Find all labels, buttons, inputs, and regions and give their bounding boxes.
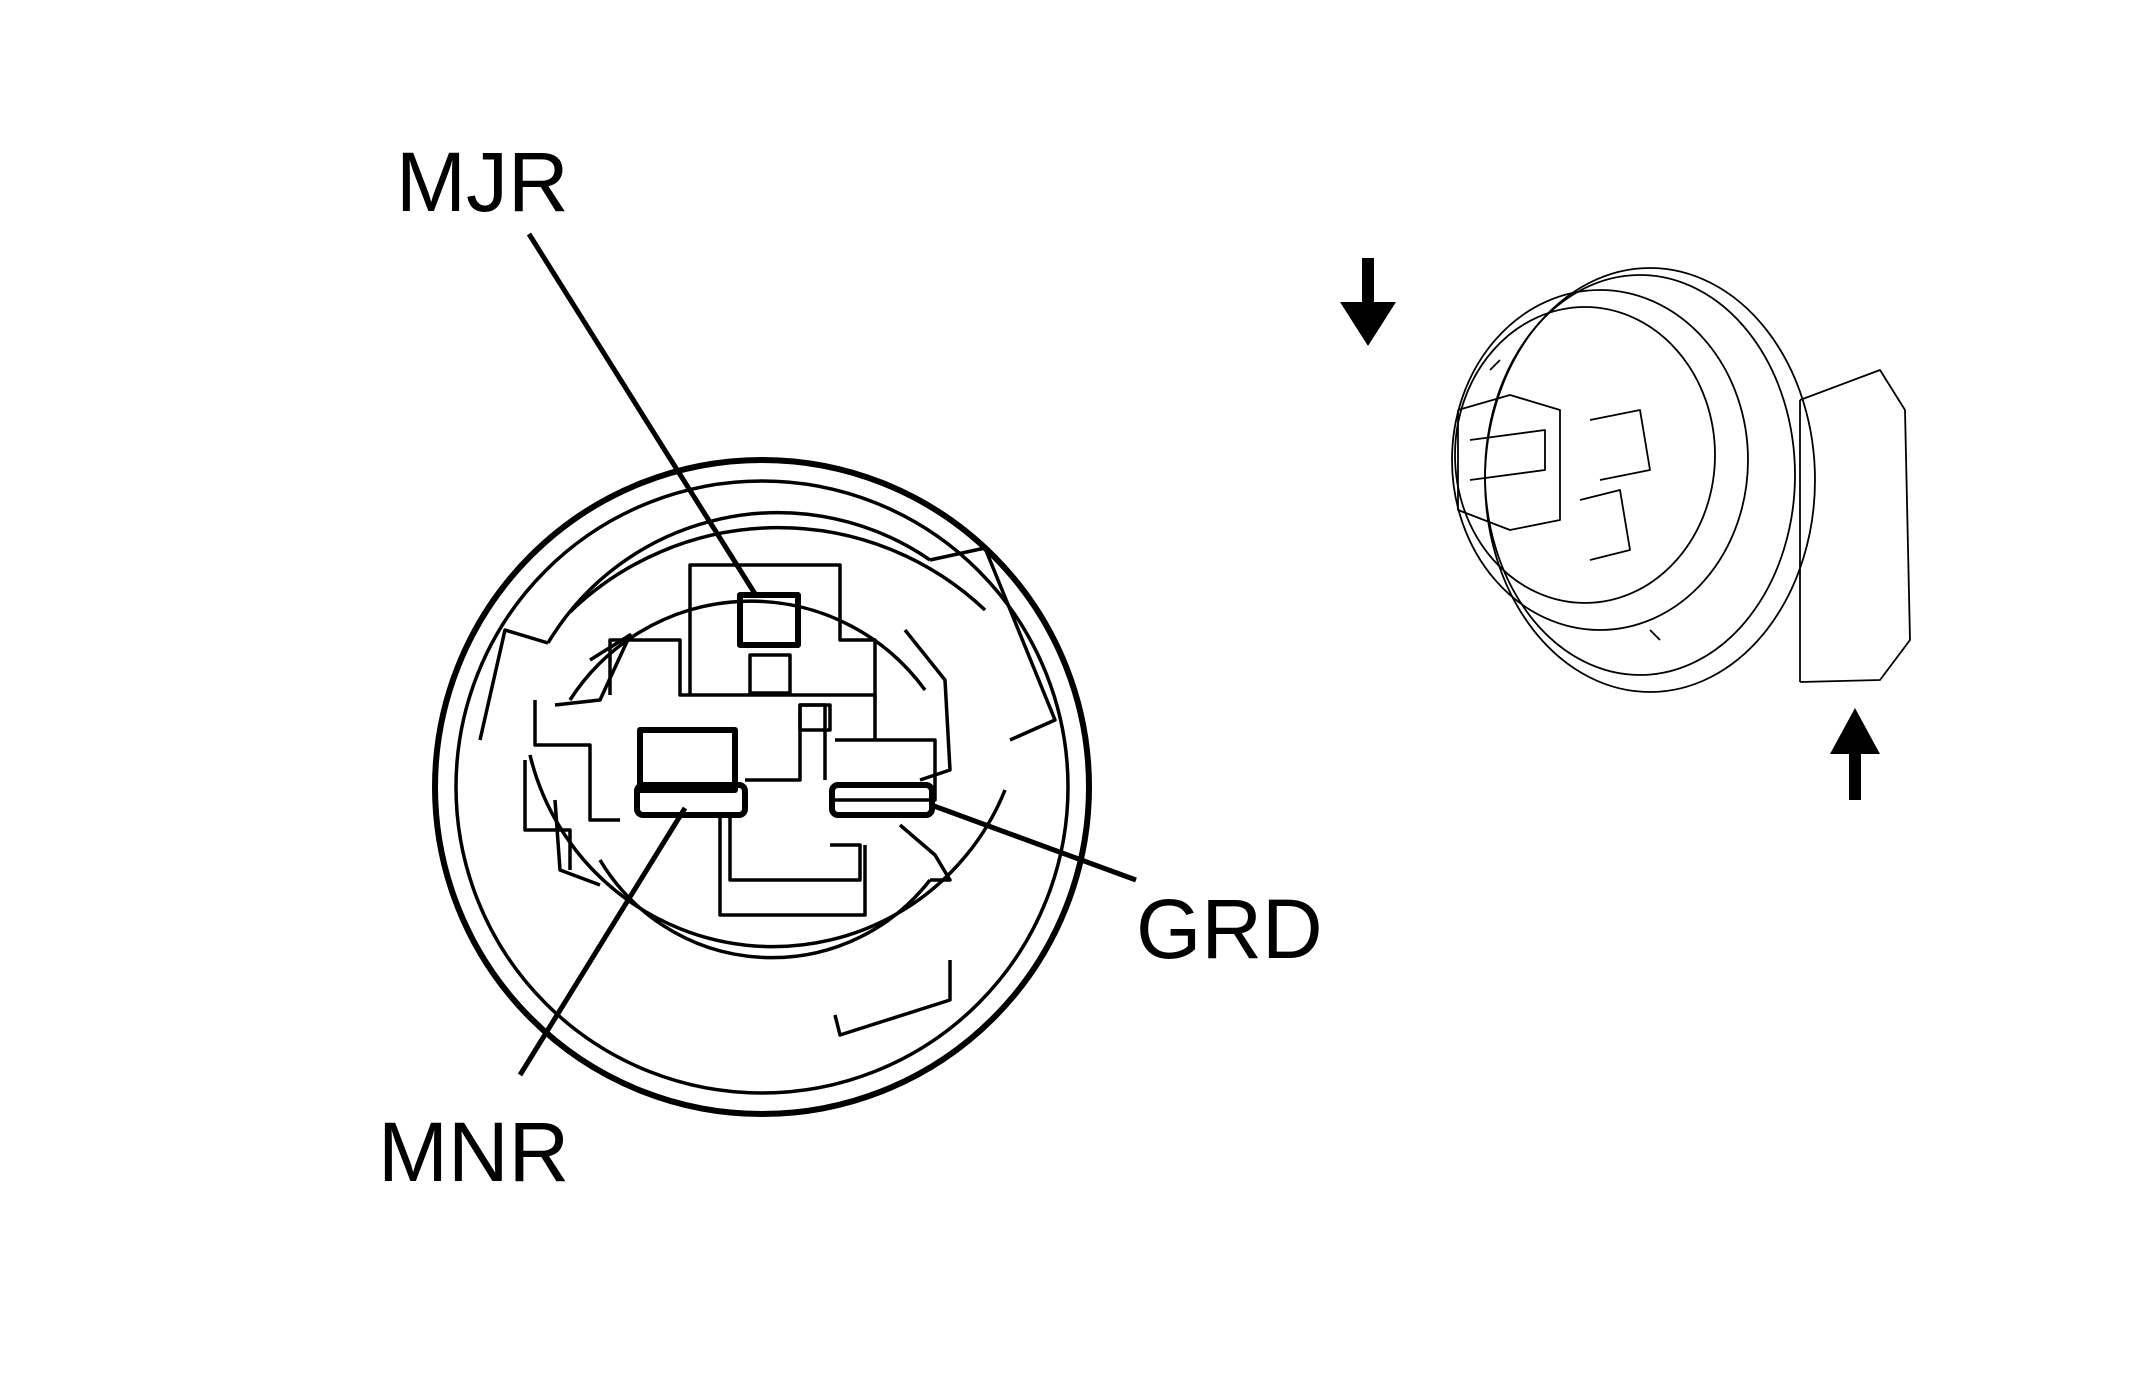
side-pin-housing: [1457, 394, 1561, 531]
right-clip: [898, 823, 952, 882]
mnr-terminal-block: [637, 727, 738, 793]
grd-leader-line: [933, 803, 1137, 883]
socket-right-tab: [929, 546, 1057, 742]
mjr-terminal: [737, 592, 801, 648]
bottom-block: [728, 815, 862, 882]
mnr-leader-line: [517, 806, 688, 1077]
side-harness-box: [1799, 369, 1911, 683]
side-body: [1451, 289, 1749, 631]
socket-outer-ring: [432, 457, 1092, 1117]
grd-housing: [835, 738, 937, 802]
side-flange-outer: [1484, 267, 1816, 693]
down-arrow-icon: [1340, 258, 1396, 346]
socket-core-arc-bottom: [598, 859, 932, 960]
grd-terminal: [829, 782, 935, 818]
right-wing: [903, 628, 952, 782]
center-stem: [745, 703, 827, 782]
mnr-terminal: [634, 782, 748, 818]
mjr-terminal-base: [748, 653, 792, 695]
left-clip: [553, 799, 601, 887]
bottom-block-2: [718, 815, 867, 917]
socket-flange-arc: [546, 510, 931, 644]
center-pin: [798, 703, 832, 732]
side-pin-3: [1579, 489, 1631, 561]
side-tab-top: [1489, 359, 1501, 371]
mnr-label: MNR: [378, 1105, 570, 1199]
socket-outer-ring-inner: [454, 479, 1070, 1095]
socket-left-tab: [478, 628, 549, 741]
mjr-label: MJR: [396, 135, 569, 229]
grd-label: GRD: [1136, 882, 1323, 976]
side-flange-inner: [1484, 274, 1796, 676]
mjr-housing: [688, 563, 877, 700]
side-pin-1: [1469, 429, 1546, 481]
side-pin-2: [1589, 409, 1651, 481]
mjr-leader-line: [526, 232, 760, 599]
socket-front-view: [432, 232, 1137, 1117]
left-wing: [554, 633, 632, 707]
upper-block: [608, 638, 877, 740]
side-tab-bottom: [1649, 629, 1661, 641]
left-bracket: [533, 700, 620, 822]
up-arrow-icon: [1830, 708, 1880, 800]
side-body-inner: [1454, 306, 1716, 604]
socket-bottom-notch: [833, 960, 952, 1037]
left-bracket-2: [523, 760, 572, 870]
socket-flange-arc-2: [568, 525, 987, 614]
terminal-cluster: [523, 563, 952, 917]
socket-side-view: [1451, 267, 1911, 693]
